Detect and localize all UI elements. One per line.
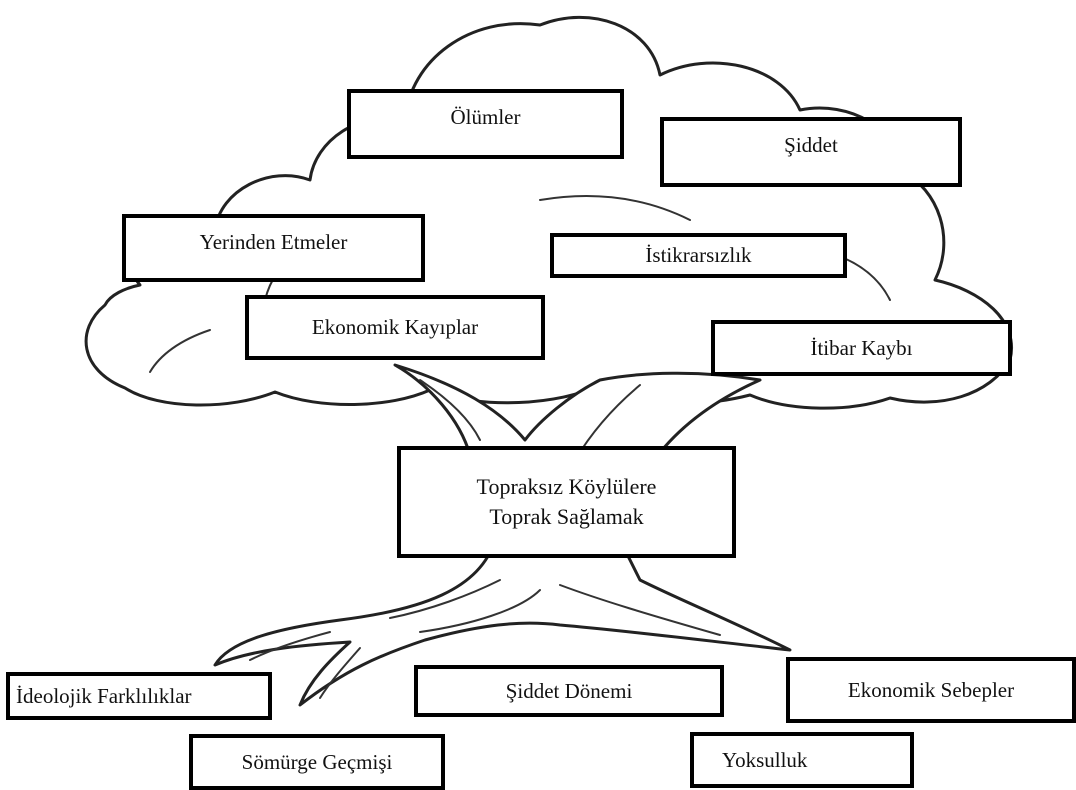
cause-economic-reasons: Ekonomik Sebepler bbox=[786, 657, 1076, 723]
consequence-violence-label: Şiddet bbox=[784, 133, 838, 157]
consequence-instability-label: İstikrarsızlık bbox=[645, 243, 752, 268]
cause-period-of-violence: Şiddet Dönemi bbox=[414, 665, 724, 717]
consequence-economic-losses-label: Ekonomik Kayıplar bbox=[311, 315, 479, 340]
consequence-deaths: Ölümler bbox=[347, 89, 624, 159]
cause-ideological-differences: İdeolojik Farklılıklar bbox=[6, 672, 272, 720]
consequence-displacement: Yerinden Etmeler bbox=[122, 214, 425, 282]
consequence-displacement-label: Yerinden Etmeler bbox=[199, 230, 348, 254]
cause-colonial-past-label: Sömürge Geçmişi bbox=[241, 749, 393, 774]
consequence-instability: İstikrarsızlık bbox=[550, 233, 847, 278]
core-problem-label: Topraksız Köylülere Toprak Sağlamak bbox=[476, 474, 657, 529]
cause-colonial-past: Sömürge Geçmişi bbox=[189, 734, 445, 790]
consequence-loss-of-prestige: İtibar Kaybı bbox=[711, 320, 1012, 376]
consequence-violence: Şiddet bbox=[660, 117, 962, 187]
cause-period-of-violence-label: Şiddet Dönemi bbox=[505, 678, 633, 703]
consequence-loss-of-prestige-label: İtibar Kaybı bbox=[810, 335, 913, 360]
cause-poverty-label: Yoksulluk bbox=[722, 747, 808, 772]
cause-ideological-differences-label: İdeolojik Farklılıklar bbox=[16, 683, 192, 708]
cause-poverty: Yoksulluk bbox=[690, 732, 914, 788]
consequence-deaths-label: Ölümler bbox=[450, 105, 521, 129]
core-problem: Topraksız Köylülere Toprak Sağlamak bbox=[397, 446, 736, 558]
cause-economic-reasons-label: Ekonomik Sebepler bbox=[847, 677, 1015, 702]
consequence-economic-losses: Ekonomik Kayıplar bbox=[245, 295, 545, 360]
